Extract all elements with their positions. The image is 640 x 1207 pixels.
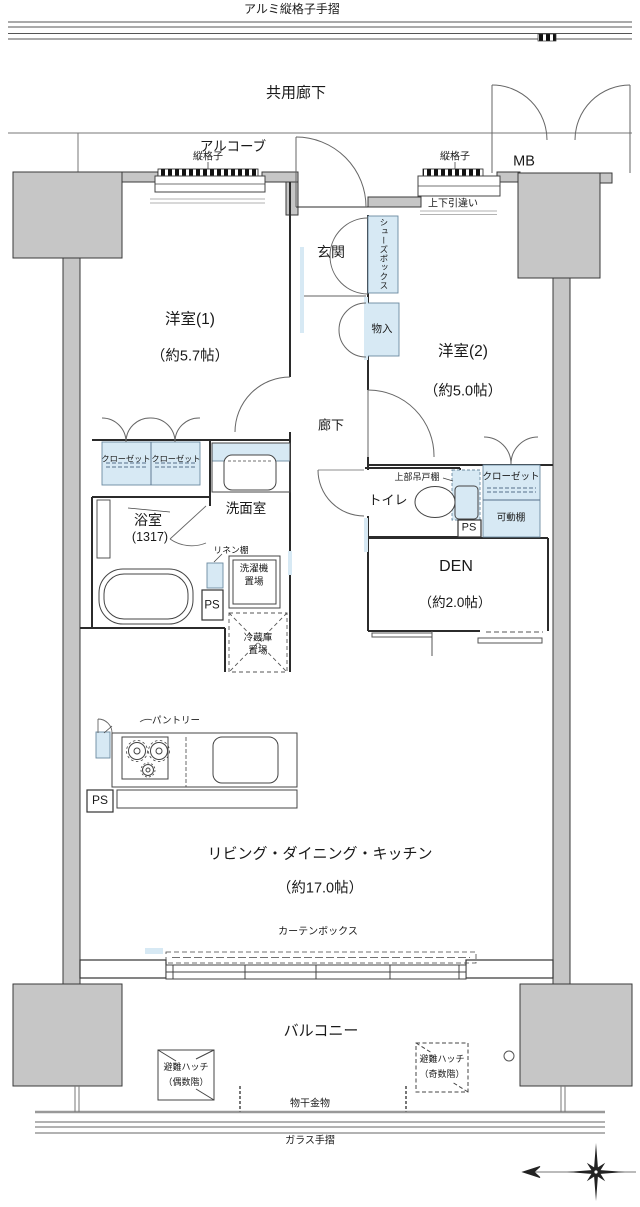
label-den: DEN (439, 557, 473, 575)
door-swings (97, 136, 539, 734)
label-shoes-box: シューズボックス (378, 218, 389, 290)
label-washer-2: 置場 (244, 576, 264, 588)
evacuation-hatch-odd (415, 1042, 469, 1093)
wash-basin (211, 442, 291, 493)
label-western-room1: 洋室(1) (165, 311, 215, 329)
kitchen-counter (111, 732, 298, 809)
evacuation-hatch-even (157, 1049, 215, 1101)
den-sliding-door (371, 631, 543, 656)
label-lattice-right: 縦格子 (440, 151, 470, 163)
fridge-space (228, 612, 288, 673)
label-hatch-even-1: 避難ハッチ (163, 1061, 209, 1072)
label-upper-cabinet: 上部吊戸棚 (394, 471, 440, 482)
storage-fills (95, 215, 541, 954)
label-pantry: パントリー (152, 715, 200, 727)
label-laundry-hardware: 物干金物 (290, 1098, 330, 1110)
label-ps-toilet: PS (461, 521, 477, 534)
bathtub (96, 499, 194, 625)
label-common-corridor: 共用廊下 (265, 84, 327, 102)
toilet-fixture (414, 485, 479, 520)
label-ps-kitchen: PS (91, 793, 109, 808)
structural-walls (12, 171, 633, 1087)
balcony-drain (503, 1050, 515, 1062)
label-movable-shelf: 可動棚 (496, 512, 526, 524)
label-western-room2: 洋室(2) (438, 343, 488, 361)
label-top-handrail: アルミ縦格子手摺 (244, 2, 340, 17)
label-fridge-2: 置場 (248, 645, 268, 657)
label-toilet: トイレ (368, 492, 408, 508)
label-linen-shelf: リネン棚 (213, 544, 249, 555)
label-balcony: バルコニー (283, 1022, 359, 1040)
mb-doors (491, 84, 631, 173)
exterior-handrail-lines (8, 21, 632, 40)
balcony-window (165, 951, 477, 980)
label-western-room1-size: （約5.7帖） (150, 348, 230, 365)
washer-space (228, 555, 281, 609)
label-fridge-1: 冷蔵庫 (243, 632, 273, 644)
label-meter-box: MB (513, 153, 535, 170)
label-leaders (103, 162, 456, 734)
label-hatch-odd-2: （奇数階） (419, 1068, 465, 1079)
pipe-spaces (86, 519, 482, 813)
label-washer-1: 洗濯機 (239, 563, 269, 575)
label-closet-2: クローゼット (482, 471, 540, 483)
label-ldk-size: （約17.0帖） (276, 880, 364, 897)
label-glass-handrail: ガラス手摺 (285, 1135, 335, 1147)
label-hallway: 廊下 (317, 417, 345, 433)
label-closet-1a: クローゼット (101, 454, 151, 464)
window-west2 (417, 168, 501, 215)
label-closet-1b: クローゼット (151, 454, 201, 464)
label-alcove: アルコーブ (199, 139, 267, 155)
label-curtain-box: カーテンボックス (278, 926, 358, 938)
label-sliding-window: 上下引違い (428, 198, 478, 210)
upper-cabinet-leader (442, 477, 454, 482)
label-western-room2-size: （約5.0帖） (423, 383, 503, 400)
balcony-rails (35, 1086, 605, 1134)
window-west1 (150, 168, 266, 204)
label-bathroom-size: (1317) (131, 529, 169, 544)
compass-rose (521, 1143, 636, 1201)
label-storage-monoire: 物入 (371, 322, 393, 335)
label-bathroom: 浴室 (134, 511, 162, 528)
label-den-size: （約2.0帖） (418, 595, 492, 611)
label-washroom: 洗面室 (225, 501, 267, 517)
label-hatch-odd-1: 避難ハッチ (419, 1053, 465, 1064)
label-hatch-even-2: （偶数階） (163, 1076, 209, 1087)
closet-details (106, 442, 540, 501)
label-ldk: リビング・ダイニング・キッチン (207, 845, 433, 863)
label-entrance: 玄関 (317, 243, 345, 260)
label-lattice-left: 縦格子 (193, 151, 223, 163)
bottom-wall-segments (79, 959, 554, 979)
vent-hatch (537, 33, 557, 42)
stove-burners (126, 740, 170, 778)
label-ps-bath: PS (204, 599, 220, 612)
